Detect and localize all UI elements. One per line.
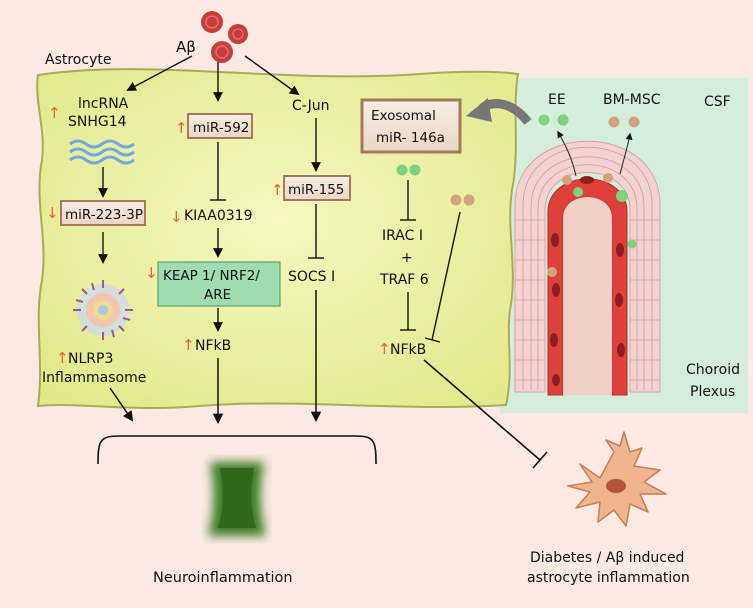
down-arrow-icon: ↓ [46,204,59,222]
curved-arrow-head [466,98,492,122]
neuroinflammation-icon [208,462,266,536]
mir155-box [283,175,351,201]
keap-box [157,261,281,307]
exosomal-box [360,98,462,154]
inhibit-mir592-kiaa [210,142,226,201]
msc-particles [608,116,640,128]
keap-label: KEAP 1/ NRF2/ [163,268,260,284]
irac-label: IRAC I [382,228,423,244]
mir146a-label: miR- 146a [376,130,445,146]
socs-label: SOCS I [288,269,335,285]
exosomal-label: Exosomal [371,108,436,124]
inhibit-mir155-socs [308,204,324,259]
plexus-label: Plexus [690,384,735,400]
inhibit-nfkb-astrocyte [423,359,548,469]
particle-exit-arrows [557,130,633,177]
inhibit-msc-nfkb [424,211,461,343]
rna-wave-icon [69,139,135,165]
down-arrow-icon: ↓ [145,264,158,282]
up-arrow-icon: ↑ [48,104,61,122]
amyloid-beta-aggregates [201,11,248,63]
inhibit-traf-nfkb [400,292,416,331]
mir592-label: miR-592 [193,120,249,136]
up-arrow-icon: ↑ [378,340,391,358]
down-arrow-icon: ↓ [170,208,183,226]
inflammasome-label: Inflammasome [42,370,146,386]
csf-label: CSF [704,94,731,110]
arrows-to-neuroinflammation [109,290,322,425]
bracket [97,435,377,465]
plus-label: + [401,250,413,266]
mir155-label: miR-155 [288,182,344,198]
astrocyte-inflammation-label: astrocyte inflammation [527,570,690,586]
are-label: ARE [204,287,231,303]
nfkb-right-label: NFkB [390,342,426,358]
snhg14-label: SNHG14 [68,114,127,130]
mir592-box [187,113,253,139]
abeta-label: Aβ [176,38,196,56]
ee-particles [538,114,569,126]
nfkb-mid-label: NFkB [195,338,231,354]
neuroinflammation-label: Neuroinflammation [153,570,293,586]
ee-particles-inside [396,164,421,176]
astrocyte-cell-icon [567,431,667,527]
up-arrow-icon: ↑ [56,349,69,367]
abeta-arrows [126,55,300,102]
diabetes-label: Diabetes / Aβ induced [530,550,684,566]
bm-msc-label: BM-MSC [603,92,661,108]
mir223-label: miR-223-3P [65,207,143,223]
msc-particles-inside [450,194,475,206]
traf-label: TRAF 6 [379,272,429,288]
inhibit-ee-irac [400,180,416,221]
up-arrow-icon: ↑ [182,336,195,354]
inflammasome-icon [73,280,133,340]
up-arrow-icon: ↑ [175,119,188,137]
mir223-box [60,200,146,226]
kiaa-label: KIAA0319 [184,208,252,224]
choroid-plexus-icon [514,140,661,396]
up-arrow-icon: ↑ [271,181,284,199]
lncrna-label: lncRNA [78,96,129,112]
astrocyte-label: Astrocyte [45,52,111,68]
cjun-label: C-Jun [292,98,329,114]
choroid-label: Choroid [686,362,740,378]
ee-label: EE [548,92,566,108]
nlrp3-label: NLRP3 [68,351,113,367]
astrocyte-membrane [36,68,520,409]
